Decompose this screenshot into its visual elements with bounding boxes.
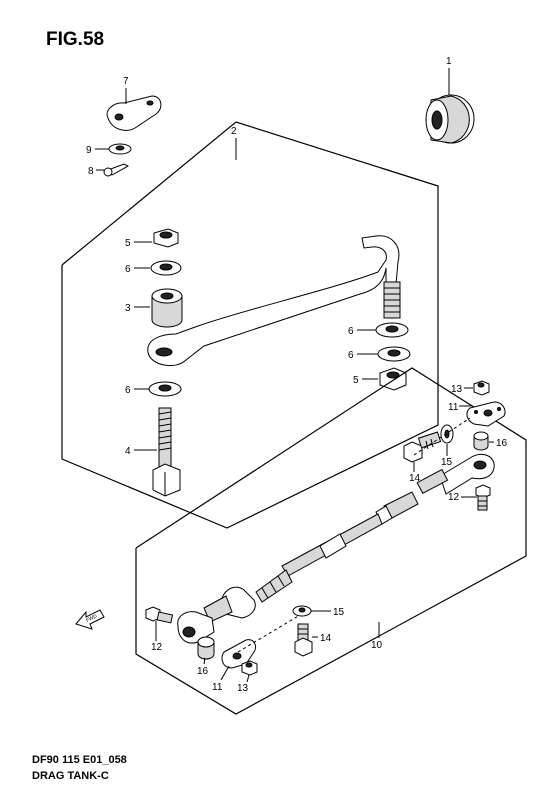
svg-text:1: 1 bbox=[446, 56, 452, 67]
fwd-label: FWD bbox=[85, 613, 98, 624]
callout-14-lower: 14 bbox=[312, 633, 332, 644]
callout-11-upper: 11 bbox=[448, 402, 471, 413]
callout-10: 10 bbox=[371, 622, 383, 651]
callout-9: 9 bbox=[86, 145, 109, 156]
callout-15-upper: 15 bbox=[441, 444, 453, 468]
spacer-collar-part[interactable] bbox=[151, 288, 183, 328]
svg-text:6: 6 bbox=[348, 350, 354, 361]
bolt-long-part[interactable] bbox=[152, 407, 181, 497]
svg-text:7: 7 bbox=[123, 76, 129, 87]
svg-text:12: 12 bbox=[448, 492, 460, 503]
svg-text:14: 14 bbox=[409, 473, 421, 484]
callout-6-mid-right: 6 bbox=[348, 350, 378, 361]
svg-text:11: 11 bbox=[212, 682, 223, 693]
washer-mid-right-part[interactable] bbox=[377, 346, 411, 362]
screw-lower-part[interactable] bbox=[145, 606, 174, 624]
callout-6-lower-left: 6 bbox=[125, 385, 149, 396]
bolt-short-lower-part[interactable] bbox=[294, 623, 313, 657]
guide-line-upper bbox=[413, 417, 471, 456]
svg-text:6: 6 bbox=[348, 326, 354, 337]
model-code: DF90 115 E01_058 bbox=[32, 754, 127, 766]
svg-text:16: 16 bbox=[197, 666, 209, 677]
bracket-part[interactable] bbox=[106, 95, 162, 131]
callout-7: 7 bbox=[123, 76, 129, 104]
guide-line-lower bbox=[237, 614, 301, 653]
cotter-pin-part[interactable] bbox=[103, 163, 130, 177]
callout-16-upper: 16 bbox=[489, 438, 508, 449]
callout-16-lower: 16 bbox=[197, 657, 209, 677]
callout-6-upper-left: 6 bbox=[125, 264, 150, 275]
svg-text:4: 4 bbox=[125, 446, 131, 457]
washer-upper-right-part[interactable] bbox=[375, 322, 409, 338]
callout-5-right: 5 bbox=[353, 375, 378, 386]
svg-text:11: 11 bbox=[448, 402, 459, 413]
callout-4: 4 bbox=[125, 446, 157, 457]
callout-6-upper-right: 6 bbox=[348, 326, 376, 337]
svg-text:14: 14 bbox=[320, 633, 332, 644]
svg-text:6: 6 bbox=[125, 264, 131, 275]
callout-3: 3 bbox=[125, 303, 150, 314]
callout-12-lower: 12 bbox=[151, 621, 163, 653]
callout-8: 8 bbox=[88, 166, 104, 177]
svg-text:2: 2 bbox=[231, 126, 237, 137]
grommet-part[interactable] bbox=[425, 94, 475, 144]
callout-2: 2 bbox=[231, 126, 237, 160]
svg-text:10: 10 bbox=[371, 640, 383, 651]
bracket-plate-lower-part[interactable] bbox=[221, 639, 257, 669]
callout-1: 1 bbox=[446, 56, 452, 95]
callout-13-lower: 13 bbox=[237, 674, 250, 694]
figure-caption: DRAG TANK-C bbox=[32, 770, 109, 782]
svg-text:6: 6 bbox=[125, 385, 131, 396]
callout-12-upper: 12 bbox=[448, 492, 477, 503]
svg-text:13: 13 bbox=[451, 384, 463, 395]
washer-upper-left-part[interactable] bbox=[150, 260, 182, 276]
bracket-plate-upper-part[interactable] bbox=[466, 401, 506, 427]
cable-assembly-part[interactable] bbox=[177, 491, 419, 644]
assembly-frame-upper bbox=[61, 121, 439, 529]
callout-11-lower: 11 bbox=[212, 665, 230, 693]
nut-left-part[interactable] bbox=[153, 228, 179, 248]
nut-small-upper-part[interactable] bbox=[473, 380, 490, 396]
drag-rod-part[interactable] bbox=[147, 235, 401, 367]
svg-text:15: 15 bbox=[333, 607, 345, 618]
svg-text:8: 8 bbox=[88, 166, 94, 177]
figure-title: FIG.58 bbox=[46, 29, 104, 50]
bushing-lower-part[interactable] bbox=[197, 636, 215, 660]
callout-15-lower: 15 bbox=[311, 607, 345, 618]
svg-text:16: 16 bbox=[496, 438, 508, 449]
washer-flat-lower-part[interactable] bbox=[292, 605, 312, 617]
svg-text:5: 5 bbox=[125, 238, 131, 249]
svg-text:12: 12 bbox=[151, 642, 163, 653]
bolt-short-upper-part[interactable] bbox=[403, 431, 442, 463]
callout-13-upper: 13 bbox=[451, 384, 473, 395]
svg-text:13: 13 bbox=[237, 683, 249, 694]
bushing-upper-part[interactable] bbox=[473, 431, 489, 451]
washer-lower-left-part[interactable] bbox=[148, 381, 182, 397]
svg-text:5: 5 bbox=[353, 375, 359, 386]
callout-5-left: 5 bbox=[125, 238, 152, 249]
assembly-frame-lower bbox=[135, 367, 527, 715]
callout-14-upper: 14 bbox=[409, 462, 421, 484]
svg-text:3: 3 bbox=[125, 303, 131, 314]
svg-text:15: 15 bbox=[441, 457, 453, 468]
ball-joint-upper-part[interactable] bbox=[416, 453, 495, 495]
svg-text:9: 9 bbox=[86, 145, 92, 156]
nut-small-lower-part[interactable] bbox=[241, 660, 258, 676]
washer-flat-upper-part[interactable] bbox=[440, 424, 454, 444]
washer-small-part[interactable] bbox=[108, 143, 132, 155]
screw-upper-part[interactable] bbox=[475, 484, 491, 511]
fwd-arrow-icon: FWD bbox=[75, 609, 105, 630]
